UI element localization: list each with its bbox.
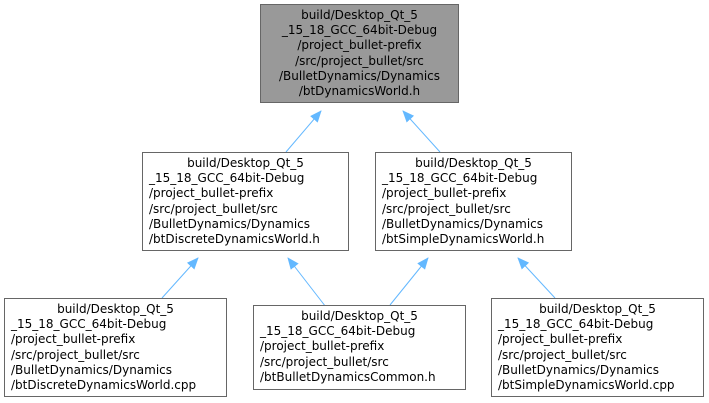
node-line: /src/project_bullet/src bbox=[260, 354, 389, 369]
node-line: _15_18_GCC_64bit-Debug bbox=[281, 23, 438, 38]
node-line: _15_18_GCC_64bit-Debug bbox=[382, 171, 538, 186]
edge-discrete_h-to-root bbox=[285, 110, 322, 153]
node-line: /project_bullet-prefix bbox=[382, 186, 507, 201]
edge-layer bbox=[161, 110, 556, 312]
node-line: /project_bullet-prefix bbox=[260, 339, 385, 354]
node-btSimpleDynamicsWorld-h[interactable]: build/Desktop_Qt_5 _15_18_GCC_64bit-Debu… bbox=[375, 152, 572, 251]
node-line: /src/project_bullet/src bbox=[149, 201, 278, 216]
node-line: /BulletDynamics/Dynamics bbox=[149, 216, 311, 231]
node-line: /btSimpleDynamicsWorld.cpp bbox=[498, 378, 675, 393]
node-line: /project_bullet-prefix bbox=[11, 332, 136, 347]
node-line: /src/project_bullet/src bbox=[11, 347, 140, 362]
node-line: /btDiscreteDynamicsWorld.h bbox=[149, 232, 320, 247]
edge-discrete_cpp-to-discrete_h bbox=[161, 257, 199, 299]
node-line: /project_bullet-prefix bbox=[498, 332, 623, 347]
node-line: /src/project_bullet/src bbox=[382, 201, 511, 216]
node-line: build/Desktop_Qt_5 bbox=[415, 156, 532, 170]
node-line: /BulletDynamics/Dynamics bbox=[382, 216, 544, 231]
node-btSimpleDynamicsWorld-cpp[interactable]: build/Desktop_Qt_5 _15_18_GCC_64bit-Debu… bbox=[491, 298, 704, 397]
node-line: build/Desktop_Qt_5 bbox=[57, 302, 174, 316]
node-line: /project_bullet-prefix bbox=[149, 186, 274, 201]
edge-simple_h-to-root bbox=[402, 110, 441, 153]
node-line: _15_18_GCC_64bit-Debug bbox=[498, 317, 654, 332]
edge-common_h-to-discrete_h bbox=[287, 257, 330, 312]
node-line: /btDynamicsWorld.h bbox=[298, 84, 421, 99]
node-line: /BulletDynamics/Dynamics bbox=[498, 362, 660, 377]
node-line: /BulletDynamics/Dynamics bbox=[11, 362, 173, 377]
node-line: /btSimpleDynamicsWorld.h bbox=[382, 232, 545, 247]
edge-common_h-to-simple_h bbox=[389, 257, 429, 306]
node-line: build/Desktop_Qt_5 bbox=[301, 8, 418, 22]
node-btBulletDynamicsCommon-h[interactable]: build/Desktop_Qt_5 _15_18_GCC_64bit-Debu… bbox=[253, 305, 466, 390]
node-btDiscreteDynamicsWorld-h[interactable]: build/Desktop_Qt_5 _15_18_GCC_64bit-Debu… bbox=[142, 152, 349, 251]
node-line: /btDiscreteDynamicsWorld.cpp bbox=[11, 378, 197, 393]
node-line: build/Desktop_Qt_5 bbox=[187, 156, 304, 170]
node-line: build/Desktop_Qt_5 bbox=[301, 309, 418, 323]
node-line: _15_18_GCC_64bit-Debug bbox=[149, 171, 305, 186]
edge-simple_cpp-to-simple_h bbox=[517, 257, 556, 299]
node-btDynamicsWorld-h[interactable]: build/Desktop_Qt_5 _15_18_GCC_64bit-Debu… bbox=[260, 4, 459, 103]
node-line: /src/project_bullet/src bbox=[295, 53, 424, 68]
node-line: build/Desktop_Qt_5 bbox=[539, 302, 656, 316]
node-line: _15_18_GCC_64bit-Debug bbox=[11, 317, 167, 332]
node-line: /project_bullet-prefix bbox=[297, 38, 422, 53]
node-line: _15_18_GCC_64bit-Debug bbox=[260, 324, 416, 339]
node-line: /btBulletDynamicsCommon.h bbox=[260, 369, 436, 384]
node-line: /BulletDynamics/Dynamics bbox=[278, 68, 441, 83]
node-line: /src/project_bullet/src bbox=[498, 347, 627, 362]
node-btDiscreteDynamicsWorld-cpp[interactable]: build/Desktop_Qt_5 _15_18_GCC_64bit-Debu… bbox=[4, 298, 227, 397]
